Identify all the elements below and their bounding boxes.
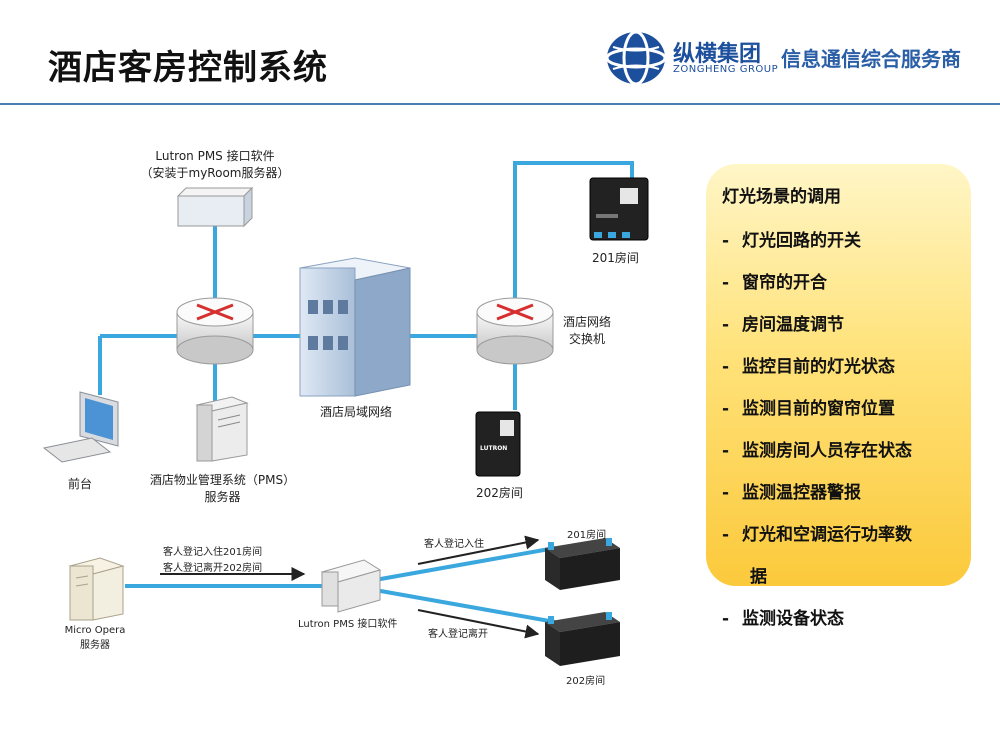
link-device-201	[374, 546, 556, 582]
feature-item: -监控目前的灯光状态	[722, 357, 895, 377]
feature-item: -监测设备状态	[722, 609, 844, 629]
pms-server-tower	[195, 396, 249, 462]
feature-title: 灯光场景的调用	[722, 187, 841, 207]
header-divider	[0, 103, 1000, 105]
feature-item: -灯光回路的开关	[722, 231, 861, 251]
micro-opera-label: Micro Opera 服务器	[64, 625, 126, 651]
brand-name-en: ZONGHENG GROUP	[673, 64, 779, 75]
feature-item-continuation: 据	[750, 567, 767, 587]
feature-item: -灯光和空调运行功率数	[722, 525, 912, 545]
room-201-label: 201房间	[592, 251, 639, 265]
controller-202: LUTRON	[475, 411, 521, 477]
pms-server-label: 酒店物业管理系统（PMS） 服务器	[149, 473, 296, 504]
feature-item: -窗帘的开合	[722, 273, 827, 293]
feature-item: -房间温度调节	[722, 315, 844, 335]
feature-item: -监测房间人员存在状态	[722, 441, 912, 461]
brand-name-cn: 纵横集团	[673, 42, 762, 67]
room-201-small-label: 201房间	[567, 530, 607, 541]
lutron-pms-label: Lutron PMS 接口软件	[298, 619, 398, 630]
room-202-small-label: 202房间	[566, 676, 606, 687]
brand-slogan: 信息通信综合服务商	[781, 47, 961, 71]
guest-checkout-label: 客人登记离开	[428, 629, 488, 640]
hotel-building	[299, 257, 411, 397]
checkin-201-label: 客人登记入住201房间	[163, 547, 263, 558]
front-desk-label: 前台	[68, 477, 93, 491]
router-right	[476, 297, 554, 365]
device-brand-label: LUTRON	[480, 445, 507, 452]
globe-logo-icon	[605, 30, 667, 86]
link-device-202	[374, 588, 556, 624]
guest-checkin-label: 客人登记入住	[424, 539, 484, 550]
arrow-checkin	[417, 535, 540, 565]
pms-software-label: Lutron PMS 接口软件 （安装于myRoom服务器）	[140, 149, 290, 180]
page-title: 酒店客房控制系统	[48, 48, 328, 88]
controller-201-small	[545, 538, 620, 590]
link-room-201	[513, 161, 634, 300]
pms-software-box	[176, 186, 254, 228]
hotel-lan-label: 酒店局域网络	[320, 405, 393, 419]
checkout-202-label: 客人登记离开202房间	[163, 563, 263, 574]
feature-item: -监测目前的窗帘位置	[722, 399, 895, 419]
controller-201	[589, 177, 649, 241]
router-left	[176, 297, 254, 365]
controller-202-small	[545, 612, 620, 666]
network-diagram: LUTRON	[42, 161, 649, 666]
arrow-checkout	[417, 609, 540, 639]
hotel-switch-label: 酒店网络 交换机	[562, 315, 611, 346]
brand-logo: 纵横集团 ZONGHENG GROUP 信息通信综合服务商	[605, 30, 985, 90]
feature-item: -监测温控器警报	[722, 483, 861, 503]
front-desk-computer	[42, 391, 119, 463]
micro-opera-server	[68, 557, 125, 621]
room-202-label: 202房间	[476, 486, 523, 500]
lutron-pms-box	[320, 559, 382, 613]
feature-panel	[706, 164, 971, 586]
